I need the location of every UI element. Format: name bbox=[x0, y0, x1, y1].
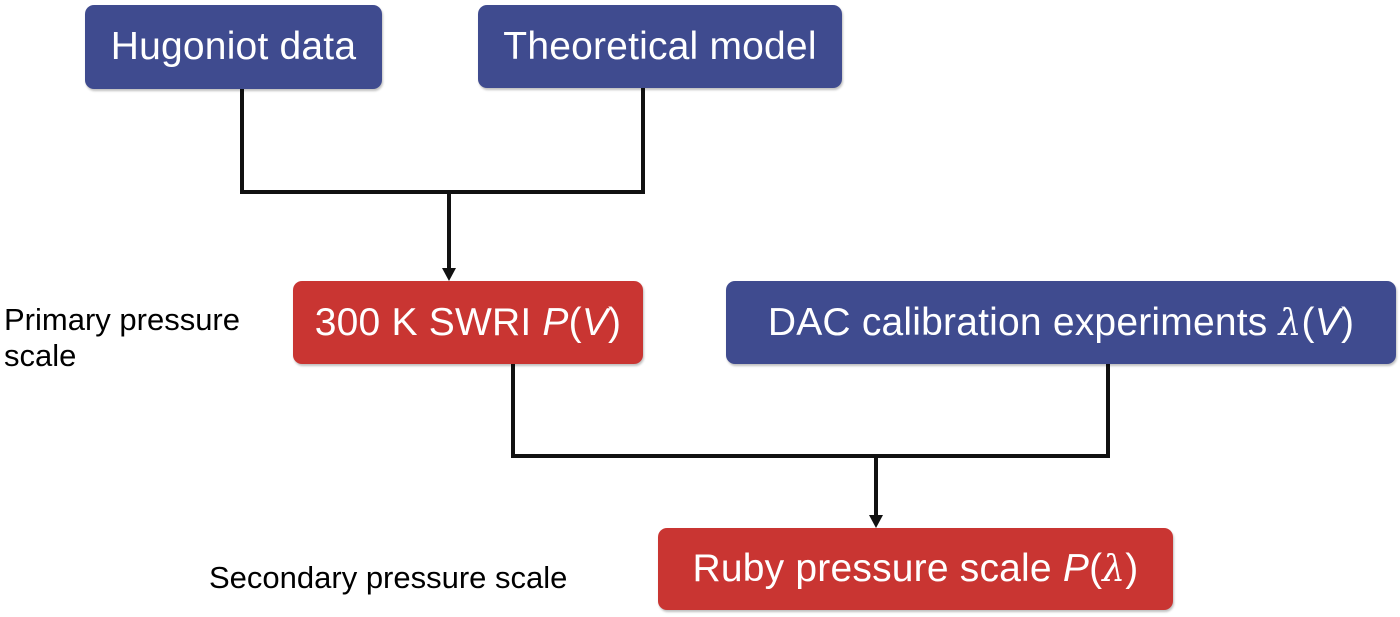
connector-swri-dac bbox=[511, 362, 1110, 458]
node-theoretical-model-text: Theoretical model bbox=[503, 24, 817, 68]
arrowhead-to-ruby bbox=[869, 515, 883, 528]
node-dac-calibration-text: DAC calibration experiments λ(V) bbox=[767, 300, 1355, 344]
node-hugoniot-data: Hugoniot data bbox=[85, 5, 382, 89]
label-primary-line2: scale bbox=[4, 338, 77, 373]
label-primary-pressure-scale: Primary pressure scale bbox=[4, 302, 240, 374]
connector-hugoniot-theory bbox=[240, 86, 645, 194]
label-primary-line1: Primary pressure bbox=[4, 302, 240, 337]
node-hugoniot-data-text: Hugoniot data bbox=[110, 25, 357, 68]
node-swri-pv-text: 300 K SWRI P(V) bbox=[314, 300, 622, 344]
arrowhead-to-swri bbox=[442, 268, 456, 281]
node-swri-pv: 300 K SWRI P(V) bbox=[293, 281, 643, 364]
node-theoretical-model: Theoretical model bbox=[478, 5, 842, 88]
node-ruby-pressure-scale: Ruby pressure scale P(λ) bbox=[658, 528, 1173, 610]
node-dac-calibration: DAC calibration experiments λ(V) bbox=[726, 281, 1396, 364]
node-ruby-pressure-scale-text: Ruby pressure scale P(λ) bbox=[692, 547, 1139, 590]
label-secondary-pressure-scale: Secondary pressure scale bbox=[209, 560, 568, 595]
